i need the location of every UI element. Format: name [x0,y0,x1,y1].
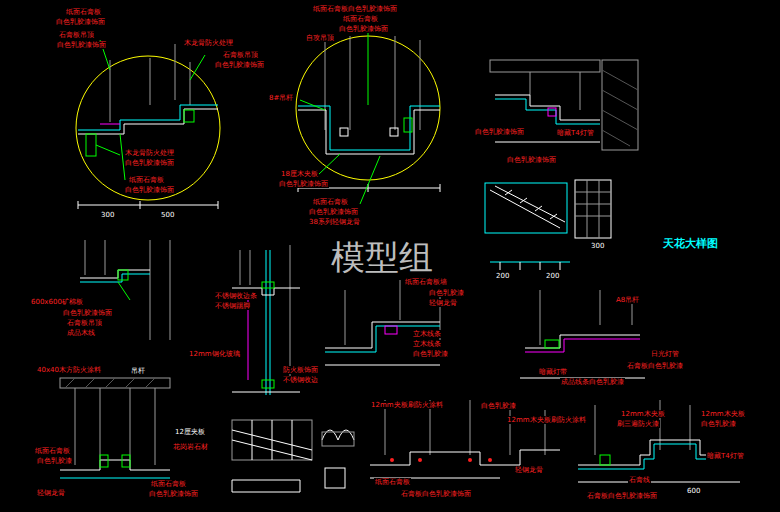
material-note: 花岗岩石材 [172,443,209,451]
material-note: 白色乳胶漆饰面 [338,25,389,33]
material-note: 刷三遍防火漆 [616,420,660,428]
material-note: 石膏板吊顶 [222,51,259,59]
material-note: 纸面石膏板 [65,8,102,16]
material-note: 暗藏灯带 [538,368,568,376]
material-note: 纸面石膏板 [374,478,411,486]
material-note: 不锈钢踢脚 [214,302,251,310]
material-note: 轻钢龙骨 [428,299,458,307]
material-note: 石膏板白色乳胶漆 [626,362,684,370]
material-note: 纸面石膏板 [150,480,187,488]
material-note: 防火板饰面 [282,366,319,374]
material-note: 成品木线 [66,329,96,337]
material-note: 18厘木夹板 [280,170,319,178]
material-note: 白色乳胶漆饰面 [308,208,359,216]
material-note: 石膏线 [628,476,651,484]
material-note: 木龙骨防火处理 [183,39,234,47]
material-note: 12mm钢化玻璃 [188,350,241,358]
material-note: 白色乳胶漆 [412,350,449,358]
material-note: A8吊杆 [615,296,640,304]
dimension-text: 吊杆 [130,367,146,375]
dimension-text: 600 [686,487,701,495]
material-note: 石膏板白色乳胶漆饰面 [400,490,472,498]
dimension-text: 200 [495,272,510,280]
material-note: 白色乳胶漆 [36,457,73,465]
material-note: 立木线条 [412,340,442,348]
dimension-text: 300 [590,242,605,250]
material-note: 木龙骨防火处理 [124,149,175,157]
watermark: 模型组 [330,238,434,276]
material-note: 白色乳胶漆饰面 [474,128,525,136]
dimension-text: 500 [160,211,175,219]
material-note: 轻钢龙骨 [36,489,66,497]
material-note: 纸面石膏板 [312,198,349,206]
material-note: 白色乳胶漆饰面 [124,186,175,194]
material-note: 40x40木方防火涂料 [36,366,102,374]
material-note: 12mm夹板刷防火涂料 [370,401,444,409]
material-note: 600x600矿棉板 [30,298,84,306]
material-note: 日光灯管 [650,350,680,358]
material-note: 成品线条白色乳胶漆 [560,378,625,386]
material-note: 轻钢龙骨 [514,466,544,474]
material-note: 白色乳胶漆饰面 [278,180,329,188]
material-note: 不锈钢收边条 [214,292,258,300]
material-note: 纸面石膏板 [34,447,71,455]
material-note: 纸面石膏板白色乳胶漆饰面 [312,5,398,13]
material-note: 白色乳胶漆 [428,289,465,297]
material-note: 白色乳胶漆饰面 [55,18,106,26]
material-note: 白色乳胶漆饰面 [148,490,199,498]
material-note: 12mm木夹板 [700,410,746,418]
material-note: 自攻吊顶 [305,34,335,42]
material-note: 8#吊杆 [268,94,294,102]
material-note: 12mm木夹板 [620,410,666,418]
material-note: 白色乳胶漆 [480,402,517,410]
material-note: 暗藏T4灯管 [706,452,745,460]
dimension-text: 12厘夹板 [174,428,206,436]
material-note: 12mm木夹板刷防火涂料 [506,416,587,424]
material-note: 石膏板白色乳胶漆饰面 [586,492,658,500]
material-note: 石膏板吊顶 [58,31,95,39]
dimension-text: 200 [545,272,560,280]
material-note: 白色乳胶漆 [700,420,737,428]
dimension-text: 300 [100,211,115,219]
material-note: 纸面石膏板 [342,15,379,23]
material-note: 白色乳胶漆饰面 [506,156,557,164]
material-note: 暗藏T4灯管 [556,129,595,137]
material-note: 白色乳胶漆饰面 [124,159,175,167]
material-note: 石膏板吊顶 [66,319,103,327]
material-note: 38系列轻钢龙骨 [308,218,361,226]
material-note: 纸面石膏板墙 [404,278,448,286]
material-note: 白色乳胶漆饰面 [56,41,107,49]
material-note: 不锈钢收边 [282,376,319,384]
drawing-title: 天花大样图 [663,236,718,251]
material-note: 纸面石膏板 [128,176,165,184]
material-note: 立木线条 [412,330,442,338]
material-note: 白色乳胶漆饰面 [214,61,265,69]
material-note: 白色乳胶漆饰面 [62,309,113,317]
